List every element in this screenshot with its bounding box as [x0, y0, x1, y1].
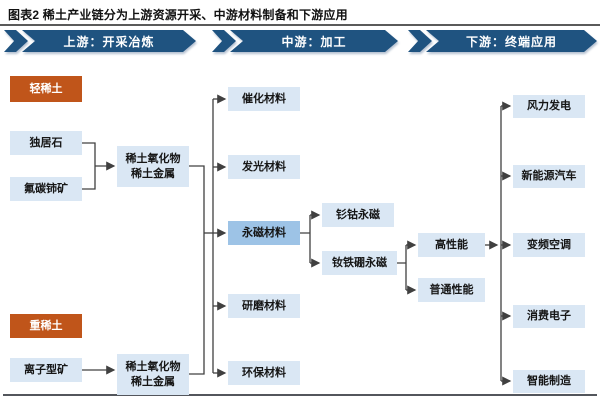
node-eco-material: 环保材料	[228, 361, 300, 385]
chevron-icon	[408, 30, 432, 52]
figure-title: 图表2 稀土产业链分为上游资源开采、中游材料制备和下游应用	[8, 8, 348, 22]
bottom-divider	[3, 394, 597, 396]
node-wind-power: 风力发电	[513, 95, 585, 118]
node-smart-manufacturing: 智能制造	[513, 370, 585, 393]
node-ion-adsorption-ore: 离子型矿	[10, 358, 82, 382]
node-ordinary-performance: 普通性能	[418, 278, 485, 302]
chevron-icon	[212, 30, 236, 52]
node-permanent-magnet-material: 永磁材料	[228, 221, 300, 245]
node-bastnaesite: 氟碳铈矿	[10, 177, 82, 201]
node-catalytic-material: 催化材料	[228, 87, 300, 111]
node-inverter-air-conditioner: 变频空调	[513, 233, 585, 257]
banner-downstream: 下游：终端应用	[408, 30, 597, 52]
node-monazite: 独居石	[10, 131, 82, 155]
node-luminescent-material: 发光材料	[228, 155, 300, 179]
node-new-energy-vehicle: 新能源汽车	[513, 165, 585, 188]
node-abrasive-material: 研磨材料	[228, 294, 300, 318]
node-ndfeb-magnet: 钕铁硼永磁	[322, 251, 397, 275]
node-reo-metal-heavy: 稀土氧化物 稀土金属	[117, 354, 189, 395]
banner-upstream-label: 上游：开采冶炼	[22, 30, 196, 52]
banner-midstream-label: 中游：加工	[230, 30, 398, 52]
banner-downstream-label: 下游：终端应用	[426, 30, 597, 52]
node-high-performance: 高性能	[418, 233, 485, 257]
chevron-icon	[4, 30, 28, 52]
node-consumer-electronics: 消费电子	[513, 305, 585, 328]
banner-upstream: 上游：开采冶炼	[4, 30, 196, 52]
node-reo-metal-light: 稀土氧化物 稀土金属	[117, 146, 189, 187]
title-divider	[0, 24, 600, 26]
banner-midstream: 中游：加工	[212, 30, 398, 52]
label-heavy-rare-earth: 重稀土	[10, 314, 82, 338]
label-light-rare-earth: 轻稀土	[10, 76, 82, 102]
node-smco-magnet: 钐钴永磁	[322, 203, 394, 227]
